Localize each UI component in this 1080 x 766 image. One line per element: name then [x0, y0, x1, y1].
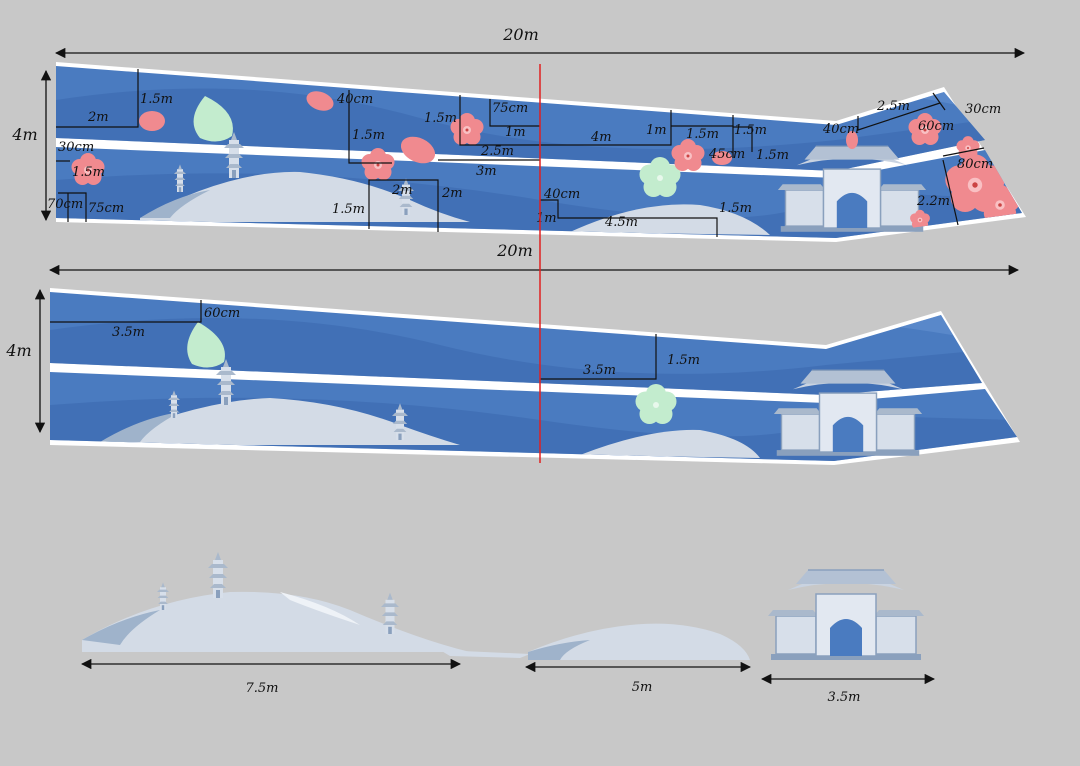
- dim-label: 40cm: [336, 92, 373, 107]
- dim-label: 1m: [646, 123, 667, 138]
- leaf-icon: [187, 322, 225, 368]
- gate-width-label: 3.5m: [827, 690, 860, 705]
- dim-label: 45cm: [708, 147, 745, 162]
- dim-label: 30cm: [58, 140, 94, 155]
- dim-label: 2.2m: [916, 194, 950, 209]
- dim-label: 80cm: [957, 157, 993, 172]
- panel-2: 20m 4m 60cm 3.5m 3.5m 1.5m: [5, 241, 1020, 465]
- dim-label: 2.5m: [876, 99, 910, 114]
- hill-component: [82, 591, 470, 652]
- dim-label: 2m: [87, 110, 109, 125]
- dim-label: 1.5m: [332, 202, 365, 217]
- dim-label: 75cm: [88, 201, 124, 216]
- dim-label: 2.5m: [480, 144, 514, 159]
- dimension-lines: [50, 300, 657, 380]
- dim-label: 40cm: [543, 187, 580, 202]
- petal-icon: [306, 91, 334, 111]
- dim-label: 40cm: [822, 122, 859, 137]
- leaf-icon: [193, 96, 233, 142]
- hill-width-label: 7.5m: [245, 681, 278, 696]
- dim-label: 1m: [536, 211, 557, 226]
- pagoda-icon: [208, 552, 228, 598]
- dim-label: 1.5m: [667, 353, 700, 368]
- petal-icon: [712, 151, 732, 165]
- dim-label: 2m: [441, 186, 463, 201]
- dim-label: 1.5m: [719, 201, 752, 216]
- dim-label: 3.5m: [583, 363, 616, 378]
- dim-label: 30cm: [965, 102, 1001, 117]
- dim-label: 1.5m: [424, 111, 457, 126]
- dim-label: 70cm: [47, 197, 83, 212]
- dimension-lines: [56, 69, 985, 237]
- dim-label: 1.5m: [686, 127, 719, 142]
- dim-label: 75cm: [492, 101, 528, 116]
- dim-label: 1.5m: [756, 148, 789, 163]
- mound-component: [528, 623, 750, 660]
- gate-component: [767, 569, 925, 661]
- dim-label: 60cm: [918, 119, 954, 134]
- petal-icon: [139, 111, 165, 131]
- dim-label: 3.5m: [112, 325, 145, 340]
- petal-icon: [846, 131, 858, 149]
- dim-label: 3m: [476, 164, 497, 179]
- height-label: 4m: [5, 341, 31, 360]
- dim-label: 4.5m: [604, 215, 638, 230]
- mound-width-label: 5m: [632, 680, 653, 695]
- dim-label: 1.5m: [734, 123, 767, 138]
- dim-label: 1.5m: [72, 165, 105, 180]
- dim-label: 2m: [391, 183, 413, 198]
- width-label: 20m: [496, 241, 533, 260]
- dim-label: 1.5m: [352, 128, 385, 143]
- width-label: 20m: [502, 25, 539, 44]
- dim-label: 1.5m: [140, 92, 173, 107]
- height-label: 4m: [11, 125, 37, 144]
- dim-label: 1m: [505, 125, 526, 140]
- components: 7.5m 5m 3.5m: [80, 552, 936, 705]
- petal-icon: [400, 136, 436, 164]
- dim-label: 60cm: [204, 306, 240, 321]
- dim-label: 4m: [590, 130, 612, 145]
- panel-1: 20m 4m 1.5m 2m 40cm 1.5m 30cm 1: [11, 25, 1026, 242]
